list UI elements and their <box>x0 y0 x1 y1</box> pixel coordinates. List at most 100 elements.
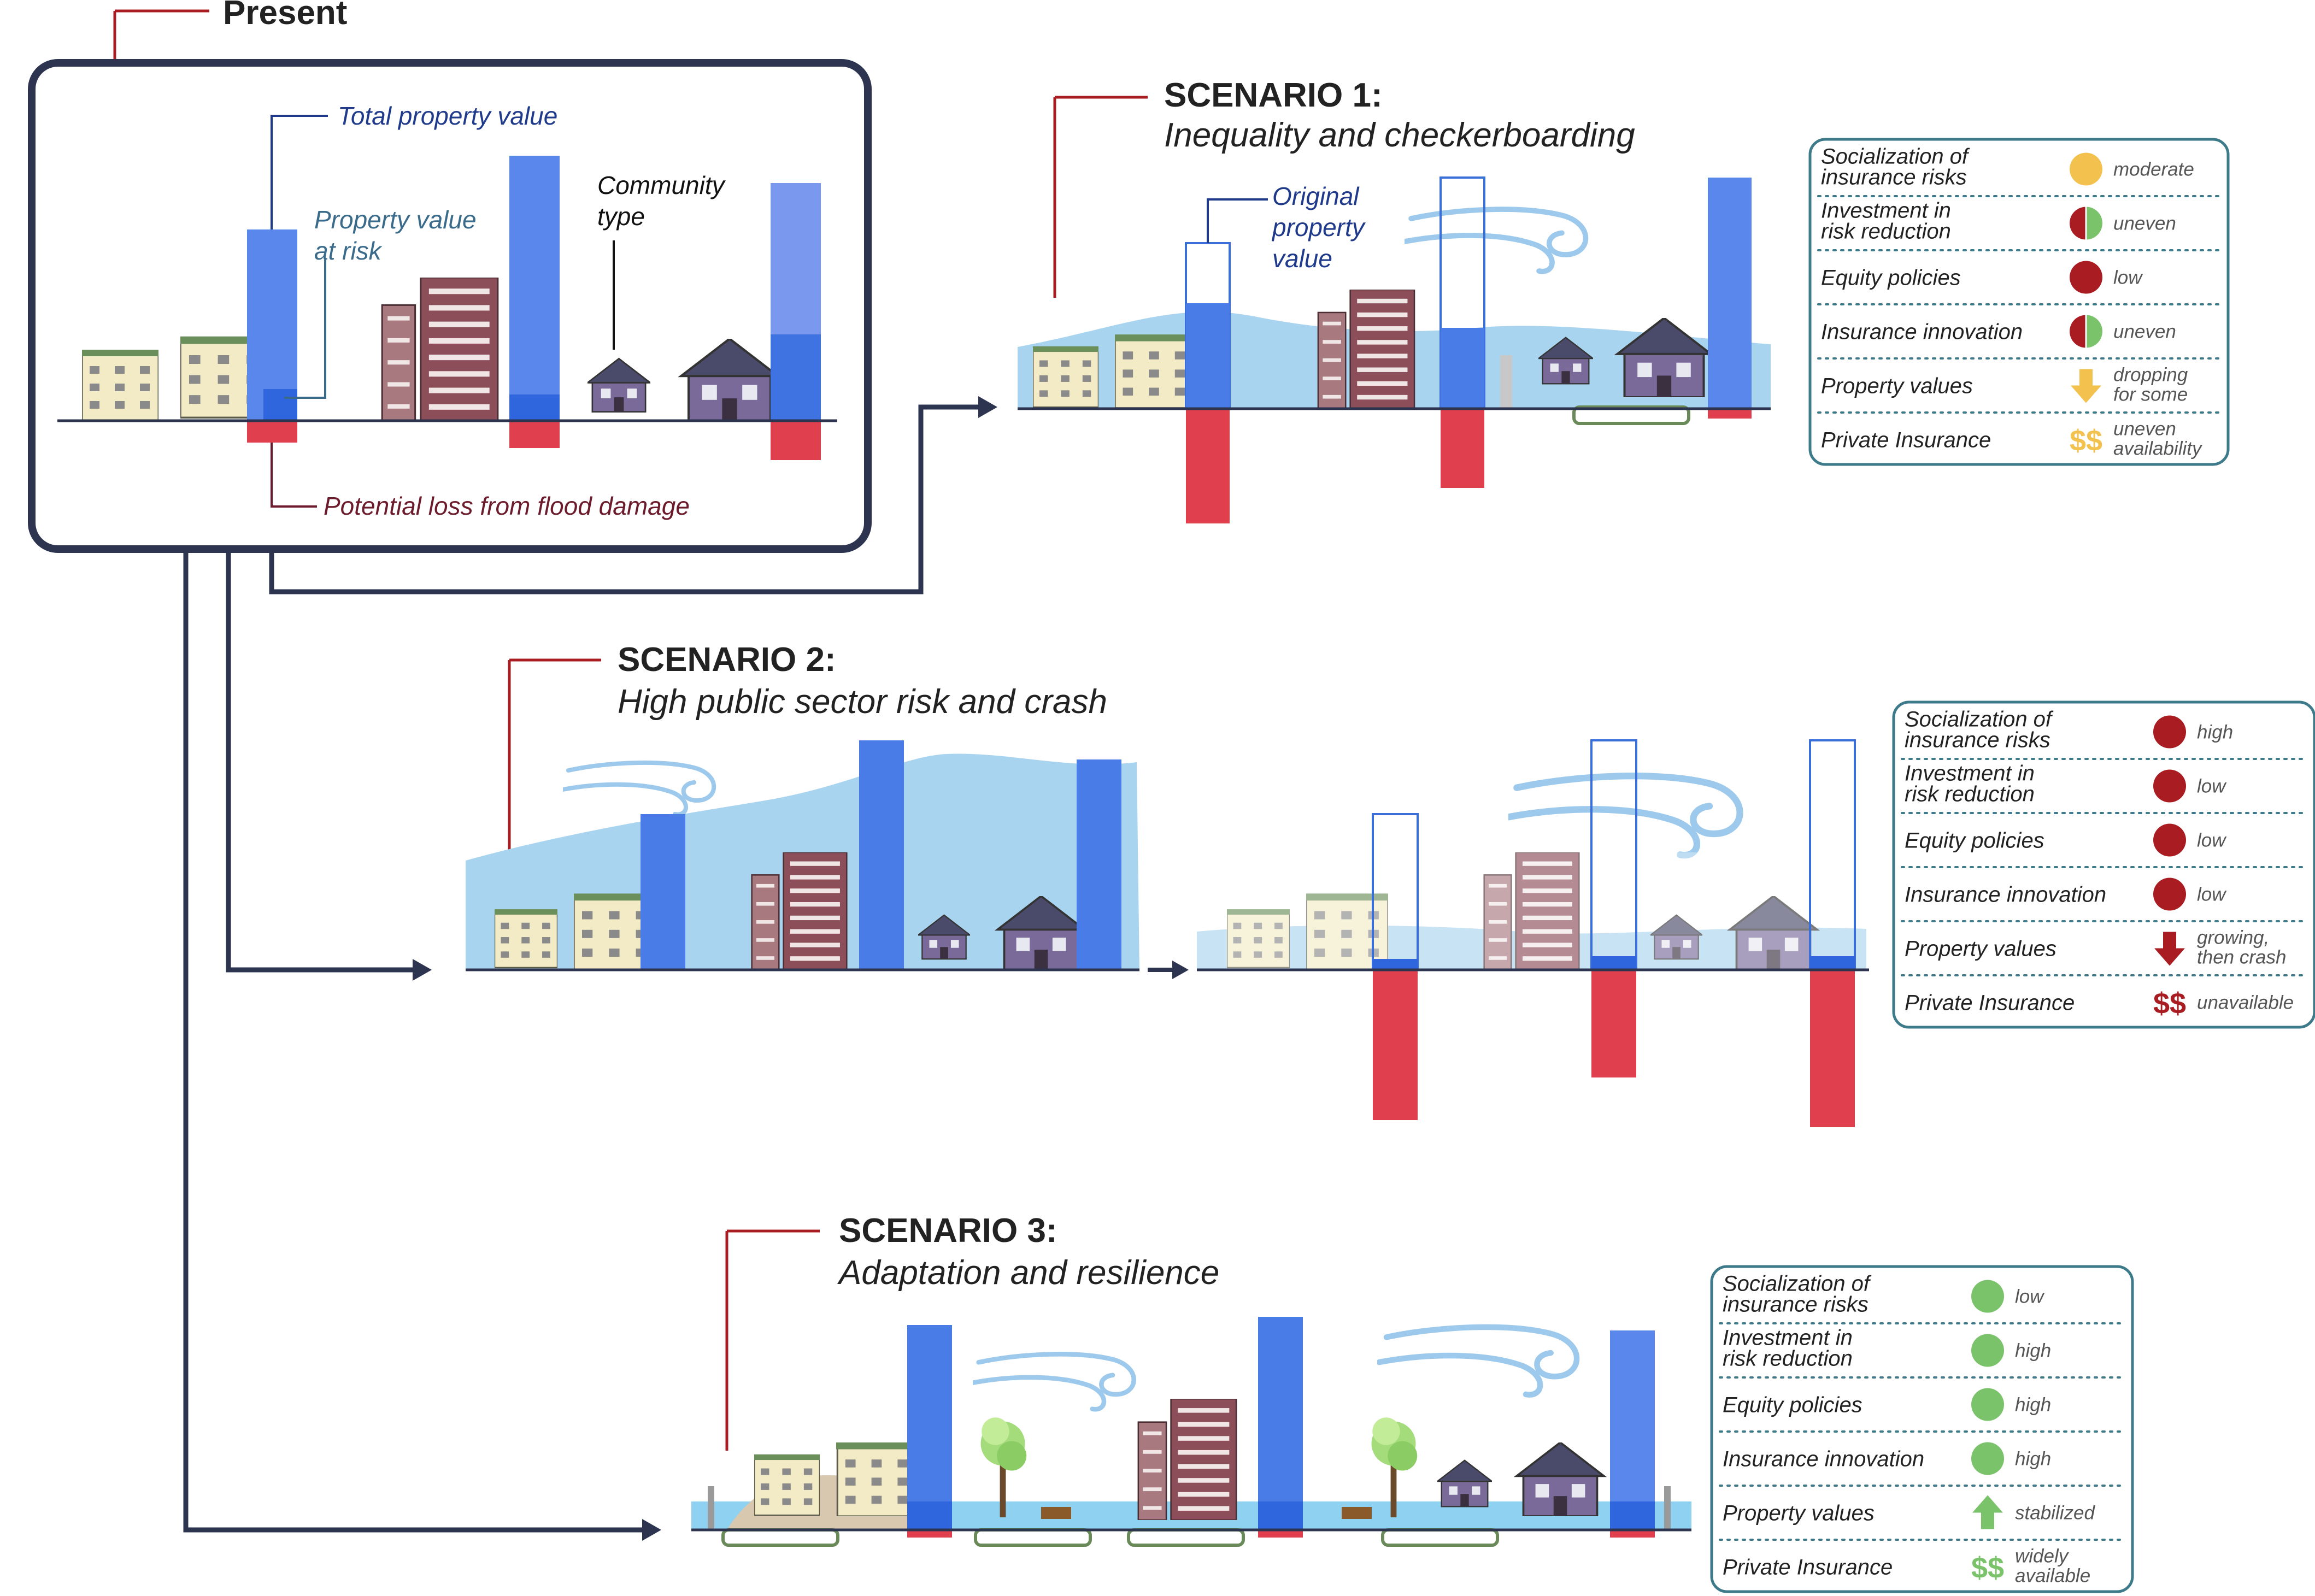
scenario-3-loss-bar-1 <box>907 1530 952 1538</box>
table-row-label: Investment in <box>1821 199 1951 223</box>
connector-to-scenario-3 <box>183 549 645 1533</box>
lowrise-building-2 <box>1115 334 1194 408</box>
lowrise-building-2 <box>836 1442 918 1516</box>
drainage-pipe <box>974 1528 1092 1547</box>
scenario-2b-property-bar-2 <box>1591 956 1636 970</box>
seawall <box>708 1486 714 1530</box>
table-row-label: risk reduction <box>1723 1347 1853 1371</box>
scenario-2a-property-bar-1 <box>641 814 685 970</box>
table-row-label: risk reduction <box>1905 782 2035 806</box>
arrowhead-scenario-3 <box>642 1519 661 1541</box>
table-row-value: for some <box>2113 384 2188 405</box>
label-potential-loss: Potential loss from flood damage <box>324 492 690 520</box>
lowrise-building-1 <box>1033 345 1098 408</box>
house-cluster <box>1617 318 1711 397</box>
table-row-label: Equity policies <box>1905 829 2044 853</box>
table-row-value: unavailable <box>2197 992 2294 1014</box>
house-1 <box>1437 1459 1492 1507</box>
scenario-3-loss-bar-2 <box>1258 1530 1303 1538</box>
arrowhead-scenario-1 <box>978 396 997 418</box>
status-dot-icon <box>1971 1280 2004 1313</box>
scenario-3-panel: SCENARIO 3: Adaptation and resilience <box>691 1212 1691 1547</box>
table-row-label: Private Insurance <box>1821 428 1991 452</box>
scenario-1-loss-bar-1 <box>1186 409 1230 523</box>
wind-icon <box>1508 776 1740 855</box>
flow-connectors <box>183 396 997 1541</box>
table-row-value: stabilized <box>2015 1503 2095 1524</box>
scenario-1-loss-bar-3 <box>1708 409 1752 419</box>
scenario-1-loss-bar-2 <box>1441 409 1484 488</box>
arrow-up-icon <box>1972 1495 2003 1529</box>
scenario-1-panel: SCENARIO 1: Inequality and checkerboardi… <box>1018 76 1771 523</box>
table-row-label: risk reduction <box>1821 220 1951 244</box>
table-row-value: growing, <box>2197 927 2269 949</box>
table-row-label: Equity policies <box>1821 266 1961 290</box>
scenario-2b-property-bar-3 <box>1810 956 1855 970</box>
table-row-value: low <box>2197 884 2227 905</box>
scenario-2-transition-arrowhead <box>1172 961 1189 979</box>
label-total-property-value: Total property value <box>338 102 557 130</box>
table-row-value: high <box>2197 722 2233 743</box>
present-property-bar-2 <box>509 156 560 421</box>
status-dot-icon <box>2153 715 2186 749</box>
present-title: Present <box>223 0 347 32</box>
table-row-value: widely <box>2015 1546 2070 1567</box>
scenario-3-atrisk-bar-3 <box>1610 1501 1655 1530</box>
table-row-label: insurance risks <box>1905 728 2050 752</box>
table-row-value: low <box>2015 1286 2045 1308</box>
status-dot-icon <box>2153 877 2186 911</box>
arrowhead-scenario-2 <box>413 959 432 981</box>
scenario-3-property-bar-3 <box>1610 1330 1655 1530</box>
dollar-icon: $$ <box>2070 425 2102 457</box>
table-frame <box>1892 700 2315 1029</box>
table-row-value: high <box>2015 1448 2051 1470</box>
present-loss-bar-3 <box>771 421 821 460</box>
table-row-value: low <box>2113 267 2143 288</box>
house-cluster <box>1517 1442 1604 1516</box>
status-dot-icon <box>2153 769 2186 803</box>
table-row-label: Socialization of <box>1821 145 1970 169</box>
wind-icon <box>1405 209 1586 272</box>
table-row-value: then crash <box>2197 947 2286 968</box>
status-half-right-icon <box>2086 207 2102 240</box>
table-row-label: insurance risks <box>1821 166 1967 190</box>
wind-icon <box>1379 1327 1577 1395</box>
scenario-3-property-bar-2 <box>1258 1317 1303 1530</box>
table-row-value: available <box>2015 1565 2090 1587</box>
scenario-2b-loss-bar-2 <box>1591 970 1636 1077</box>
drainage-pipe <box>1572 405 1690 425</box>
label-property-at-risk-2: at risk <box>314 237 383 265</box>
arrow-down-icon <box>2071 369 2101 403</box>
table-row-value: low <box>2197 776 2227 797</box>
table-row-label: Socialization of <box>1905 708 2054 732</box>
seawall <box>1500 355 1512 409</box>
label-original-value-1: Original <box>1272 182 1360 210</box>
scenario-3-title: SCENARIO 3: <box>839 1212 1057 1250</box>
present-loss-bar-1 <box>247 421 297 443</box>
scenario-2-panel: SCENARIO 2: High public sector risk and … <box>466 641 1869 1127</box>
scenario-2a-property-bar-3 <box>1077 759 1121 970</box>
scenario-2-leader <box>508 658 601 871</box>
scenario-3-atrisk-bar-1 <box>907 1501 952 1530</box>
status-dot-icon <box>2153 823 2186 857</box>
status-half-left-icon <box>2070 315 2086 348</box>
status-dot-icon <box>1971 1334 2004 1367</box>
leader-loss <box>271 443 317 508</box>
table-row-label: Socialization of <box>1723 1272 1872 1296</box>
scenario-1-leader <box>1053 96 1148 298</box>
drainage-pipe <box>1381 1528 1499 1547</box>
scenario-1-title: SCENARIO 1: <box>1164 76 1383 114</box>
leader-original-value <box>1207 198 1268 243</box>
scenario-2b-loss-bar-3 <box>1810 970 1855 1127</box>
scenario-3-subtitle: Adaptation and resilience <box>837 1254 1219 1292</box>
table-row-label: Property values <box>1723 1501 1875 1526</box>
connector-to-scenario-2 <box>226 549 415 973</box>
dollar-icon: $$ <box>1971 1552 2004 1585</box>
lowrise-building-1 <box>754 1453 820 1516</box>
label-community-type-1: Community <box>597 171 726 199</box>
lowrise-building-1 <box>82 350 158 421</box>
scenario-1-subtitle: Inequality and checkerboarding <box>1164 116 1635 154</box>
drainage-pipe <box>721 1528 839 1547</box>
scenario-2a-property-bar-2 <box>859 740 904 970</box>
